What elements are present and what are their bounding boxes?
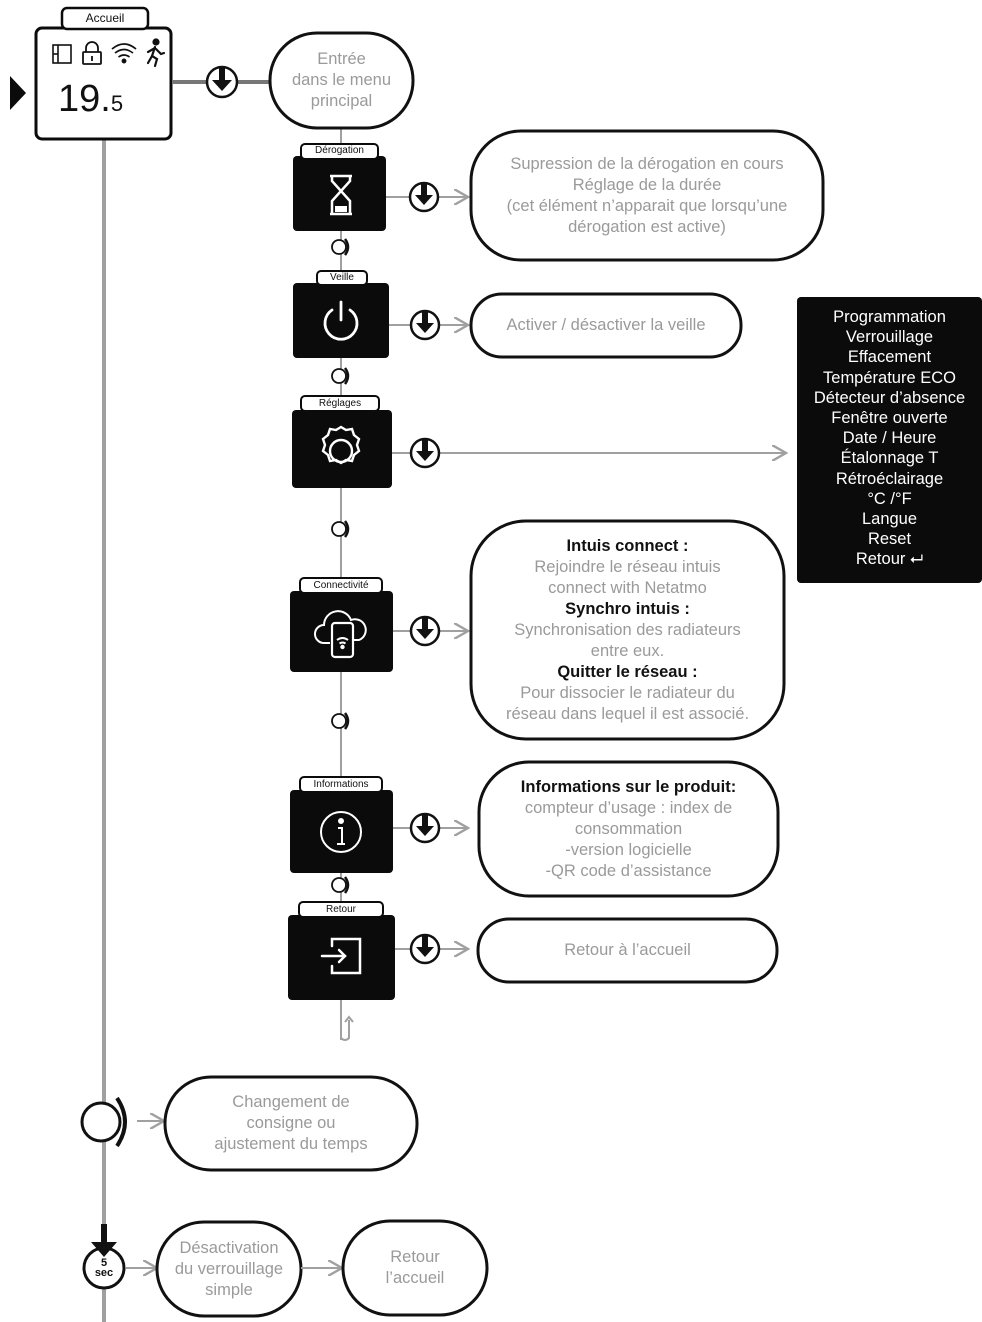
rotate-knob-icon xyxy=(331,876,350,894)
return-home-bubble xyxy=(341,1219,489,1317)
temperature-display: 19.5 xyxy=(58,78,124,120)
presence-icon xyxy=(146,38,166,68)
tab-informations: Informations xyxy=(313,779,369,790)
tab-standby: Veille xyxy=(330,272,354,283)
hourglass-icon xyxy=(330,174,352,216)
main-menu-entry-bubble xyxy=(268,31,415,130)
derogation-description-bubble xyxy=(469,129,825,262)
home-tab xyxy=(60,6,150,31)
return-description: Retour à l’accueil xyxy=(564,941,691,959)
settings-item[interactable]: Température ECO xyxy=(823,368,956,387)
rotate-knob-icon xyxy=(331,367,350,385)
settings-item[interactable]: Langue xyxy=(861,510,918,529)
settings-item[interactable]: Effacement xyxy=(847,348,932,367)
connectivity-button[interactable] xyxy=(290,591,393,672)
connectivity-description-bubble xyxy=(469,519,786,741)
settings-item[interactable]: Date / Heure xyxy=(842,429,937,448)
current-position-marker xyxy=(10,76,26,110)
settings-item[interactable]: Programmation xyxy=(833,308,946,326)
information-description: Informations sur le produit: compteur d’… xyxy=(520,777,737,880)
tab-return: Retour xyxy=(325,904,356,915)
standby-description: Activer / désactiver la veille xyxy=(506,316,706,334)
home-tab-label: Accueil xyxy=(85,11,125,25)
rotate-knob-icon xyxy=(331,712,350,730)
info-icon xyxy=(320,811,362,853)
settings-item[interactable]: Retour ⮠ xyxy=(855,550,924,569)
settings-item[interactable]: Reset xyxy=(867,530,912,549)
return-description-bubble xyxy=(476,917,779,984)
connectivity-description: Intuis connect : Rejoindre le réseau int… xyxy=(505,536,750,723)
power-icon xyxy=(323,300,359,341)
lock-icon xyxy=(82,41,102,65)
tab-derogation: Dérogation xyxy=(315,145,364,156)
standby-description-bubble xyxy=(469,292,743,359)
settings-item[interactable]: Fenêtre ouverte xyxy=(831,409,948,428)
tab-connectivity: Connectivité xyxy=(313,580,369,591)
rotate-action-bubble xyxy=(163,1075,419,1172)
settings-item[interactable]: Détecteur d’absence xyxy=(813,388,966,407)
rotate-knob-large-icon xyxy=(80,1096,127,1148)
settings-item[interactable]: °C /°F xyxy=(867,489,912,508)
cloud-phone-icon xyxy=(314,610,367,659)
press-button-icon xyxy=(205,65,239,99)
settings-item[interactable]: Verrouillage xyxy=(845,328,934,347)
settings-item[interactable]: Rétroéclairage xyxy=(835,469,944,488)
tab-settings: Réglages xyxy=(318,398,362,409)
settings-item[interactable]: Étalonnage T xyxy=(840,449,939,468)
long-press-icon xyxy=(82,1224,126,1290)
window-icon xyxy=(52,44,72,64)
information-description-bubble xyxy=(477,760,780,898)
exit-icon xyxy=(320,937,362,975)
return-button[interactable] xyxy=(288,915,395,1000)
wifi-icon xyxy=(111,43,137,64)
gear-icon xyxy=(321,425,361,465)
loop-back-arrow xyxy=(340,1010,350,1041)
rotate-knob-icon xyxy=(331,520,350,538)
settings-button[interactable] xyxy=(292,410,392,488)
press-button-icons xyxy=(408,181,441,965)
rotate-knob-icon xyxy=(331,238,350,256)
settings-submenu: Programmation Verrouillage Effacement Te… xyxy=(797,297,982,583)
